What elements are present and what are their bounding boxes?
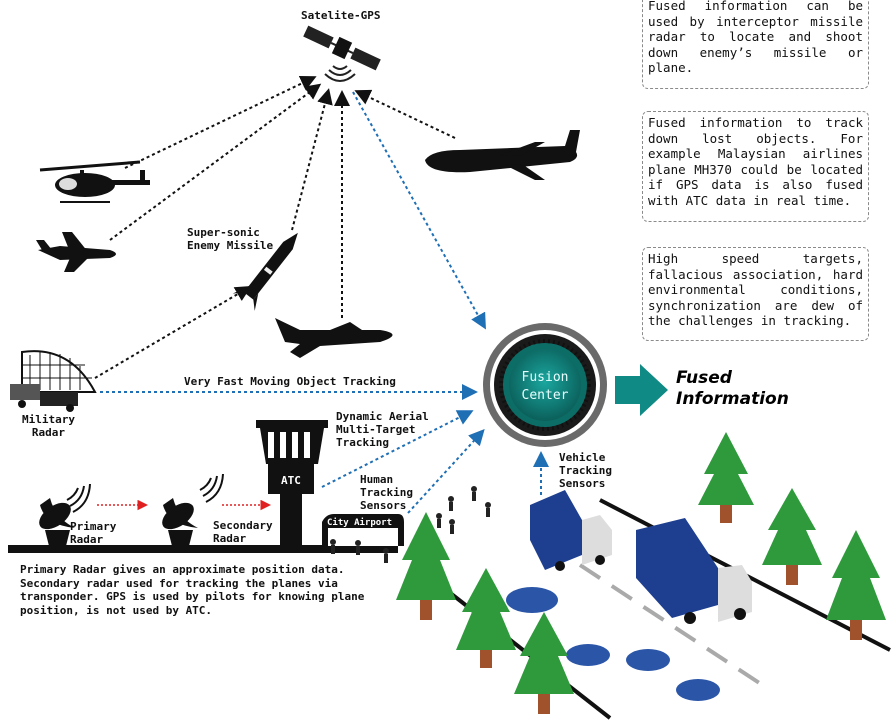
satellite-icon	[303, 25, 381, 71]
tree-icon	[396, 512, 456, 620]
truck-icon	[530, 490, 612, 571]
military-radar-label: Military Radar	[22, 413, 75, 439]
secondary-radar-label: Secondary Radar	[213, 519, 273, 545]
fused-arrow-icon	[615, 364, 668, 416]
truck-icon	[636, 518, 752, 624]
secondary-radar-icon	[162, 498, 198, 546]
helicopter-icon	[39, 160, 150, 203]
dynamic-tracking-label: Dynamic Aerial Multi-Target Tracking	[336, 410, 429, 449]
tree-icon	[456, 568, 516, 668]
fusion-links	[100, 91, 549, 514]
human-tracking-label: Human Tracking Sensors	[360, 473, 413, 512]
car-icon	[506, 587, 720, 701]
fighter-jet-icon	[275, 318, 393, 358]
tree-icon	[826, 530, 886, 640]
fused-information-label: Fused Information	[676, 368, 789, 409]
fusion-center	[483, 323, 607, 447]
atc-label: ATC	[281, 474, 301, 487]
primary-radar-icon	[39, 498, 75, 546]
signal-waves-icon	[324, 65, 356, 82]
ground	[8, 545, 398, 553]
caption: Primary Radar gives an approximate posit…	[20, 563, 365, 617]
airliner-icon	[425, 130, 580, 180]
primary-radar-label: Primary Radar	[70, 520, 117, 546]
tree-icon	[762, 488, 822, 585]
fast-tracking-label: Very Fast Moving Object Tracking	[184, 375, 396, 388]
gps-links	[94, 75, 456, 379]
fusion-center-label: Fusion Center	[521, 370, 569, 403]
note-interceptor: Fused information can be used by interce…	[642, 0, 869, 89]
city-airport-label: City Airport	[327, 518, 393, 528]
tree-icon	[698, 432, 754, 523]
city-airport-icon	[322, 514, 404, 546]
primary-radar-waves-icon	[66, 483, 91, 513]
satellite-label: Satelite-GPS	[301, 9, 381, 22]
secondary-radar-waves-icon	[199, 473, 224, 503]
people-icon	[330, 486, 491, 563]
note-challenges: High speed targets, fallacious associati…	[642, 247, 869, 341]
tree-icon	[514, 612, 574, 714]
atc-tower-icon	[256, 420, 328, 546]
military-radar-icon	[10, 350, 97, 412]
note-lost-objects: Fused information to track down lost obj…	[642, 111, 869, 222]
missile-label: Super-sonic Enemy Missile	[187, 226, 274, 252]
jet-icon	[36, 232, 116, 272]
vehicle-tracking-label: Vehicle Tracking Sensors	[559, 451, 612, 490]
trees	[396, 432, 886, 714]
